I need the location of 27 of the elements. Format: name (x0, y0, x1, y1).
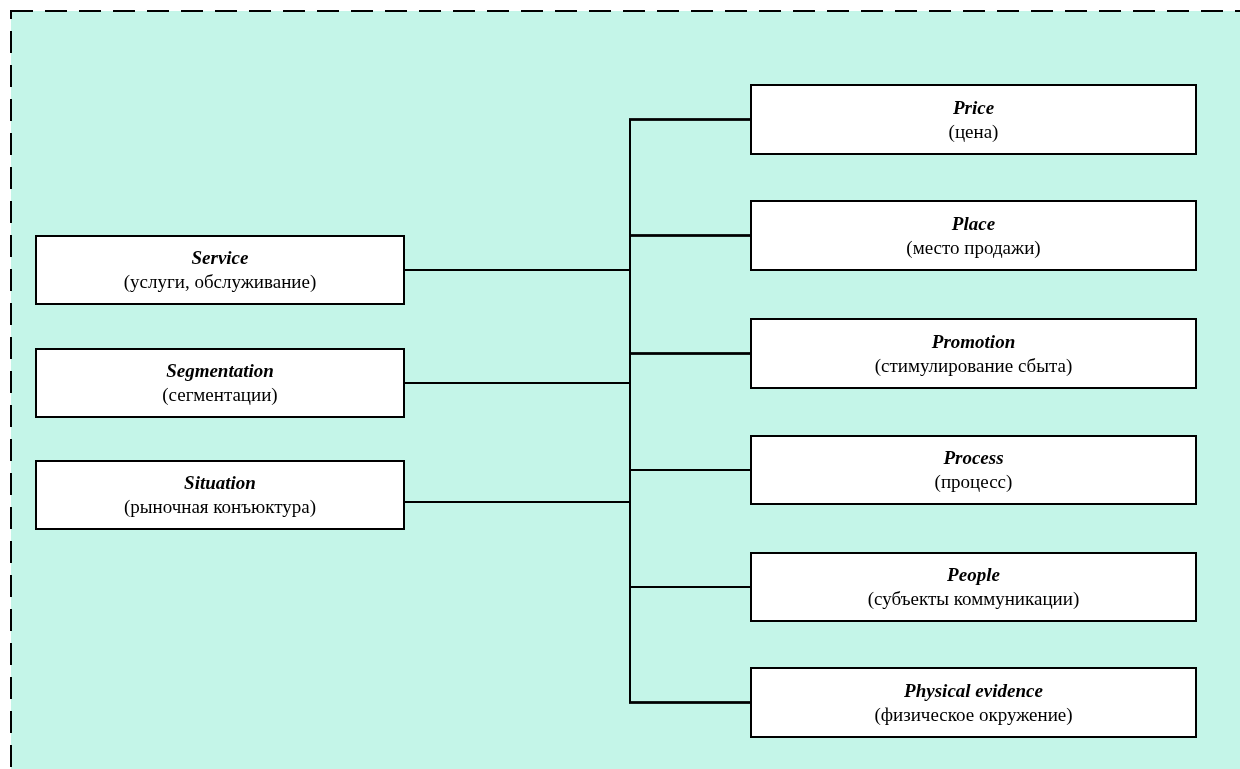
text-box (750, 552, 1197, 622)
box-subtitle: (цена) (948, 119, 999, 144)
box-heading: Price (952, 95, 995, 120)
box-heading: Physical evidence (904, 678, 1043, 703)
text-box (750, 200, 1197, 271)
text-box (35, 348, 405, 418)
box-heading: Situation (184, 471, 256, 495)
box-subtitle: (сегментации) (162, 383, 278, 407)
box-heading: Segmentation (166, 359, 274, 383)
box-heading: Process (943, 446, 1004, 470)
text-box (750, 318, 1197, 389)
box-heading: Service (191, 246, 249, 270)
box-subtitle: (субъекты коммуникации) (867, 587, 1080, 611)
box-subtitle: (услуги, обслуживание) (123, 270, 317, 294)
text-box (750, 435, 1197, 505)
box-subtitle: (процесс) (934, 470, 1013, 494)
text-box (35, 235, 405, 305)
text-box (750, 667, 1197, 738)
text-box (35, 460, 405, 530)
box-subtitle: (место продажи) (906, 235, 1041, 260)
box-heading: Place (951, 211, 996, 236)
box-subtitle: (физическое окружение) (874, 702, 1073, 727)
box-subtitle: (стимулирование сбыта) (874, 353, 1073, 378)
text-box (750, 84, 1197, 155)
box-heading: People (947, 563, 1000, 587)
box-subtitle: (рыночная конъюктура) (123, 495, 317, 519)
box-heading: Promotion (931, 329, 1016, 354)
